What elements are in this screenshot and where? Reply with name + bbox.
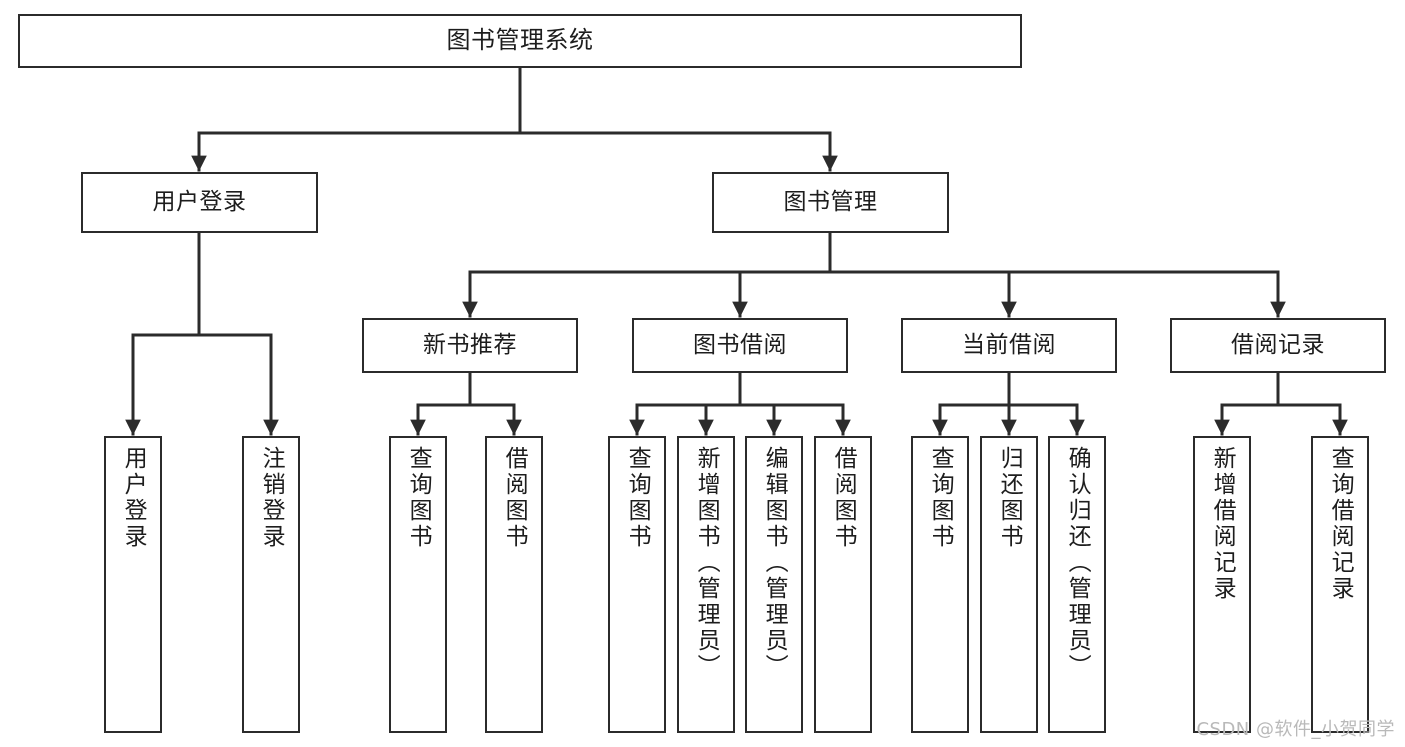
watermark-text: CSDN @软件_小贺同学	[1196, 719, 1395, 740]
node-label: 借阅图书	[501, 446, 528, 550]
node-label: 借阅记录	[1231, 332, 1325, 359]
node-label: 归还图书	[996, 446, 1023, 550]
leaf-add-borrow-record[interactable]: 新增借阅记录	[1193, 436, 1251, 733]
node-user-login[interactable]: 用户登录	[81, 172, 318, 233]
node-root-book-management-system[interactable]: 图书管理系统	[18, 14, 1022, 68]
node-label: 查询借阅记录	[1327, 446, 1354, 602]
node-current-borrowing[interactable]: 当前借阅	[901, 318, 1117, 373]
leaf-logout[interactable]: 注销登录	[242, 436, 300, 733]
node-label: 确认归还（管理员）	[1064, 446, 1091, 680]
node-book-borrowing[interactable]: 图书借阅	[632, 318, 848, 373]
leaf-query-books-borrowing[interactable]: 查询图书	[608, 436, 666, 733]
node-label: 用户登录	[120, 446, 147, 550]
leaf-add-book-admin[interactable]: 新增图书（管理员）	[677, 436, 735, 733]
node-label: 新增借阅记录	[1209, 446, 1236, 602]
node-label: 注销登录	[258, 446, 285, 550]
leaf-borrow-books-borrowing[interactable]: 借阅图书	[814, 436, 872, 733]
node-borrow-records[interactable]: 借阅记录	[1170, 318, 1386, 373]
node-label: 编辑图书（管理员）	[761, 446, 788, 680]
leaf-query-books-new-book[interactable]: 查询图书	[389, 436, 447, 733]
leaf-edit-book-admin[interactable]: 编辑图书（管理员）	[745, 436, 803, 733]
node-label: 图书管理	[783, 189, 878, 216]
node-label: 查询图书	[405, 446, 432, 550]
node-label: 图书管理系统	[446, 26, 594, 55]
leaf-return-books[interactable]: 归还图书	[980, 436, 1038, 733]
node-new-book-recommendation[interactable]: 新书推荐	[362, 318, 578, 373]
leaf-query-books-current[interactable]: 查询图书	[911, 436, 969, 733]
leaf-user-login[interactable]: 用户登录	[104, 436, 162, 733]
node-label: 借阅图书	[830, 446, 857, 550]
node-label: 当前借阅	[962, 332, 1056, 359]
node-label: 新增图书（管理员）	[693, 446, 720, 680]
leaf-confirm-return-admin[interactable]: 确认归还（管理员）	[1048, 436, 1106, 733]
node-label: 新书推荐	[423, 332, 517, 359]
leaf-borrow-books-new-book[interactable]: 借阅图书	[485, 436, 543, 733]
leaf-query-borrow-record[interactable]: 查询借阅记录	[1311, 436, 1369, 733]
node-label: 查询图书	[624, 446, 651, 550]
node-label: 图书借阅	[693, 332, 787, 359]
node-label: 用户登录	[152, 189, 247, 216]
node-label: 查询图书	[927, 446, 954, 550]
node-book-management[interactable]: 图书管理	[712, 172, 949, 233]
